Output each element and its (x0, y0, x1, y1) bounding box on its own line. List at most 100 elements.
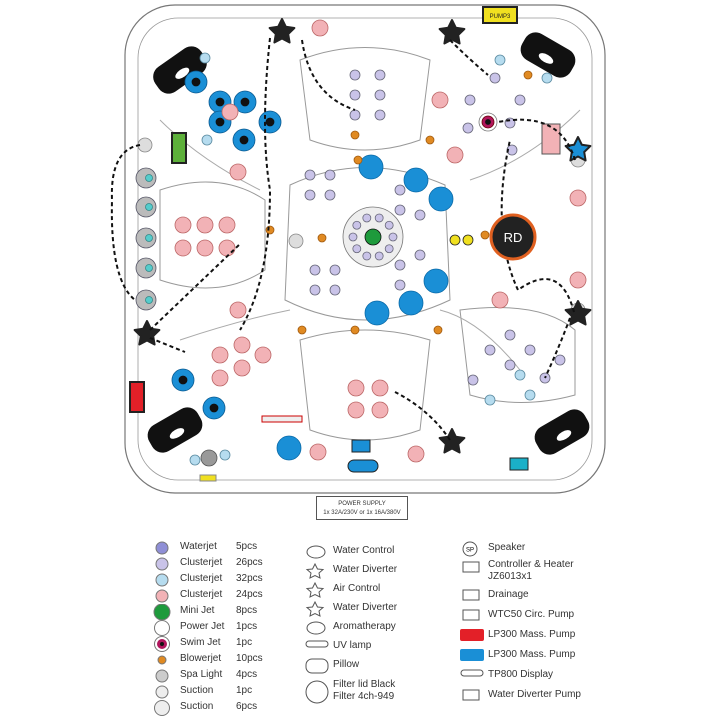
clusterjet-purple-icon (394, 259, 406, 271)
flow-arrow (149, 337, 186, 353)
spa-light-icon (288, 233, 304, 249)
blowerjet-icon (265, 225, 275, 235)
pillow-hole (175, 67, 190, 79)
flow-arrow (394, 391, 451, 441)
legend-label: Aromatherapy (333, 620, 396, 634)
water-diverter-pump-icon (460, 688, 480, 702)
power-jet-center (215, 117, 225, 127)
legend-qty: 1pc (236, 637, 253, 648)
clusterjet-pink-icon (347, 379, 365, 397)
blowerjet-icon (353, 155, 363, 165)
water-diverter-icon (438, 19, 466, 45)
controller-heater-icon (460, 560, 480, 574)
aromatherapy-icon (305, 620, 326, 635)
legend-label: Clusterjet (180, 556, 222, 570)
legend-label-line2: Filter 4ch-949 (333, 691, 395, 702)
clusterjet-pink-icon (309, 443, 327, 461)
power-jet-center (178, 375, 188, 385)
clusterjet-pink-icon (196, 216, 214, 234)
water-control-center (145, 203, 153, 211)
clusterjet-purple-icon (514, 94, 526, 106)
legend-label-line: Waterjet (180, 541, 217, 552)
display-housing (351, 439, 371, 453)
clusterjet-purple-icon (329, 264, 341, 276)
legend-label-line: Clusterjet (180, 557, 223, 568)
clusterjet-purple-icon (374, 109, 386, 121)
drainage-icon (460, 588, 480, 602)
legend-label: Drainage (488, 588, 529, 602)
blowerjet-icon (433, 325, 443, 335)
pump3: PUMP3 (482, 6, 518, 24)
mini-jet-icon (152, 603, 172, 621)
clusterjet-purple-icon (304, 189, 316, 201)
clusterjet-pink-icon (218, 216, 236, 234)
clusterjet-purple-icon (374, 251, 384, 261)
clusterjet-pink-icon (196, 239, 214, 257)
blowerjet-icon (297, 325, 307, 335)
water-diverter-pump (509, 457, 529, 471)
legend-label-line: Controller & Heater (488, 559, 574, 570)
clusterjet-pink-icon (371, 401, 389, 419)
legend-label-line: Blowerjet (180, 653, 222, 664)
air-control-icon (305, 581, 325, 598)
legend-qty: 5pcs (236, 541, 258, 552)
clusterjet-blue-icon (494, 54, 506, 66)
legend-qty: 6pcs (236, 701, 258, 712)
water-control-center (145, 296, 153, 304)
blowerjet-icon (350, 325, 360, 335)
legend-label: Water Diverter (333, 601, 397, 615)
clusterjet-pink-icon (211, 346, 229, 364)
clusterjet-purple-icon (349, 89, 361, 101)
speaker-icon: SP (460, 541, 480, 557)
legend-label-line: Drainage (488, 589, 529, 600)
clusterjet-purple-icon (309, 264, 321, 276)
power-supply-title: POWER SUPPLY (338, 501, 386, 507)
power-supply-box: POWER SUPPLY 1x 32A/230V or 1x 16A/380V (316, 496, 408, 520)
legend-label: Suction (180, 700, 213, 714)
legend-label-line: Pillow (333, 659, 360, 670)
power-jet-center (209, 403, 219, 413)
legend-label: Swim Jet (180, 636, 221, 650)
clusterjet-purple-icon (384, 244, 394, 254)
flow-arrow (239, 37, 272, 331)
uv-lamp-icon (305, 639, 329, 653)
water-control-icon (305, 544, 326, 559)
clusterjet-purple-icon (324, 169, 336, 181)
controller-badge: RD (504, 230, 523, 245)
pillow-hole (538, 53, 554, 64)
clusterjet-pink-icon (229, 163, 247, 181)
legend-label: Mini Jet (180, 604, 214, 618)
blowerjet-icon (523, 70, 533, 80)
legend-label-line: Clusterjet (180, 573, 223, 584)
pump2 (171, 132, 187, 164)
flow-arrow (500, 139, 575, 313)
clusterjet-blue-icon (219, 449, 231, 461)
legend-label-line: Water Diverter Pump (488, 689, 581, 700)
legend-label-line: Water Control (333, 545, 395, 556)
clusterjet-purple-icon (394, 279, 406, 291)
power-jet-icon (152, 620, 172, 636)
legend-label-line: WTC50 Circ. Pump (488, 609, 575, 620)
clusterjet-pink-icon (211, 369, 229, 387)
clusterjet-blue-icon (199, 52, 211, 64)
pillow-hole (556, 430, 572, 441)
legend-label: Power Jet (180, 620, 224, 634)
clusterjet-purple-icon (309, 284, 321, 296)
legend-label-line: Speaker (488, 542, 526, 553)
flow-arrow (110, 144, 141, 301)
pillow-icon (305, 658, 329, 674)
clusterjet-purple-icon (462, 122, 474, 134)
clusterjet-pink-icon (311, 19, 329, 37)
legend-label: LP300 Mass. Pump (488, 628, 575, 642)
legend-qty: 8pcs (236, 605, 258, 616)
swim-jet-center (485, 119, 491, 125)
clusterjet-purple-icon (329, 284, 341, 296)
clusterjet-purple-icon (504, 359, 516, 371)
clusterjet-purple-icon (467, 374, 479, 386)
power-jet-center (265, 117, 275, 127)
legend-label: Water Diverter (333, 563, 397, 577)
legend-qty: 32pcs (236, 573, 263, 584)
pump1 (129, 381, 145, 413)
legend-label-line: Filter lid Black (333, 679, 396, 690)
clusterjet-purple-icon (352, 220, 362, 230)
